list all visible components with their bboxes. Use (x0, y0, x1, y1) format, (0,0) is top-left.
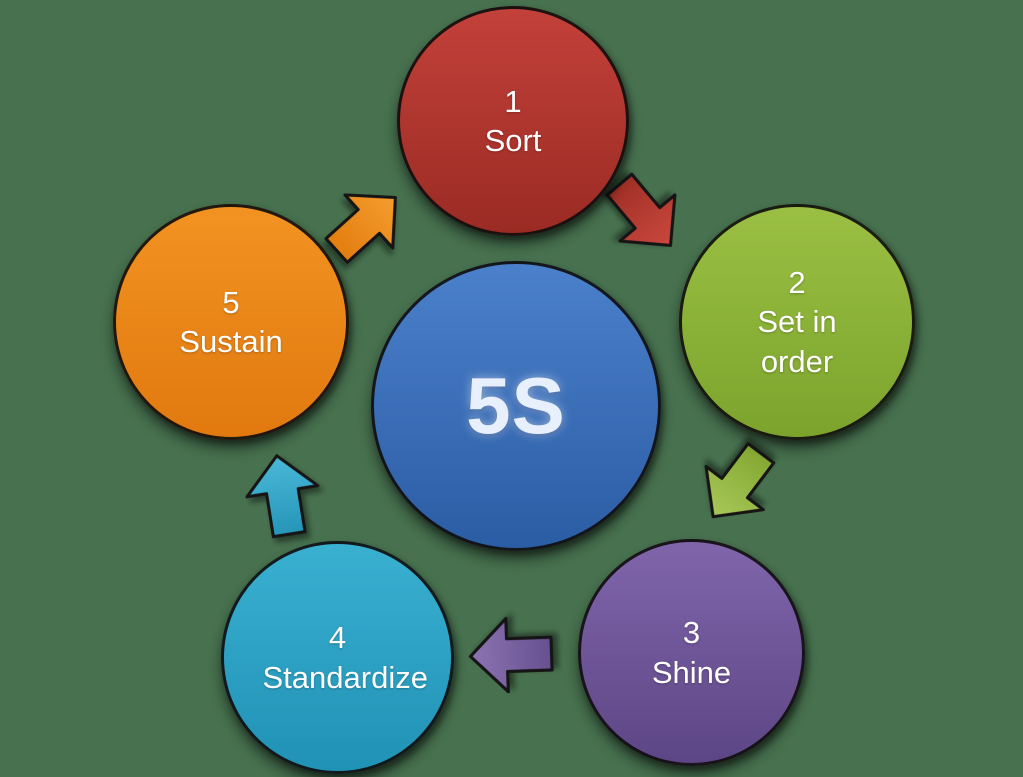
step-label: Sort (484, 123, 542, 158)
arrow-sustain-to-sort (324, 193, 397, 264)
step-number: 5 (222, 284, 240, 320)
step-number: 3 (682, 615, 701, 651)
center-circle-5s: 5S (371, 261, 661, 551)
block-arrow-icon (468, 616, 554, 694)
arrow-shine-to-standardize (468, 616, 554, 694)
arrow-set-in-order-to-shine (704, 442, 776, 519)
step-text-sort: 1 Sort (485, 82, 542, 161)
arrow-standardize-to-sustain (245, 454, 320, 539)
step-number: 1 (504, 83, 522, 119)
step-text-shine: 3 Shine (652, 613, 731, 692)
step-label: Sustain (179, 324, 283, 359)
step-label: Standardize (262, 659, 428, 695)
step-number: 4 (328, 620, 347, 656)
step-text-set-in-order: 2 Set in order (722, 263, 872, 381)
step-label: Set in order (757, 304, 837, 379)
block-arrow-icon (245, 454, 320, 539)
block-arrow-icon (324, 193, 397, 264)
block-arrow-icon (605, 172, 677, 247)
step-text-sustain: 5 Sustain (179, 283, 282, 362)
block-arrow-icon (704, 442, 776, 519)
step-circle-sustain: 5 Sustain (113, 204, 349, 440)
step-circle-shine: 3 Shine (578, 539, 805, 766)
center-label: 5S (466, 361, 566, 450)
step-circle-sort: 1 Sort (397, 6, 629, 236)
step-text-standardize: 4 Standardize (262, 618, 428, 697)
step-circle-set-in-order: 2 Set in order (679, 204, 915, 440)
step-circle-standardize: 4 Standardize (221, 541, 454, 774)
step-number: 2 (788, 264, 806, 300)
arrow-sort-to-set-in-order (605, 172, 677, 247)
step-label: Shine (651, 654, 732, 690)
